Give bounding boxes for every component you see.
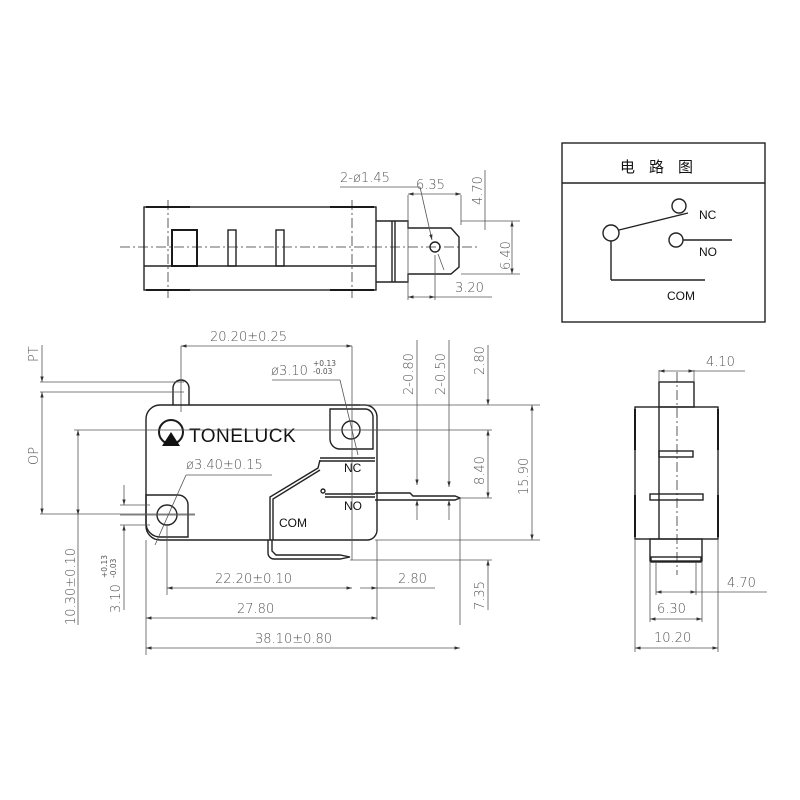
dim-thickness-b: 2-0.50 [434,353,449,395]
dim-tab-offset: 4.70 [471,176,486,205]
dim-top-offset: 2.80 [473,346,488,375]
no-contact-icon [668,232,684,248]
dim-plunger-width: 4.10 [706,355,735,370]
com-label: COM [667,289,695,303]
dim-body-width: 10.20 [654,631,691,646]
dim-tab-length: 6.35 [416,178,445,193]
side-view: 4.10 4.70 6.30 10.20 [634,355,767,652]
dim-thickness-a: 2-0.80 [402,353,417,395]
dim-body-height: 15.90 [517,458,532,495]
dim-hole-left: ø3.40±0.15 [186,458,263,473]
com-contact-icon [602,224,620,242]
dim-pt: PT [27,346,42,362]
dim-hole-diameter: 2-ø1.45 [340,171,390,186]
nc-terminal-label: NC [344,461,362,475]
dim-terminal-inner: 4.70 [727,576,756,591]
dim-body-length: 27.80 [237,602,274,617]
top-view: 2-ø1.45 6.35 4.70 6.40 3.20 [120,170,520,300]
dim-terminal-outer: 6.30 [657,602,686,617]
dim-com-offset: 7.35 [473,581,488,610]
terminal-hole-icon [429,241,441,253]
brand-name: TONELUCK [189,426,296,447]
circuit-frame [561,142,766,323]
dim-hole-spacing-top: 20.20±0.25 [210,330,287,345]
dim-hole-offset: 3.20 [455,281,484,296]
switch-body [145,404,378,541]
dim-overall-length: 38.10±0.80 [255,632,332,647]
dim-slot-main: 3.10 [109,584,124,613]
front-view: TONELUCK NC NO COM PT OP 10.30±0.10 [27,330,540,655]
dim-slot-tol-lower: -0.03 [109,558,118,578]
side-body [634,406,719,540]
dim-hole-right-tol-lower: -0.03 [313,367,333,376]
no-terminal-label: NO [344,499,362,513]
circuit-title: 电路图 [620,158,707,176]
dim-nc-no-spacing: 8.40 [473,456,488,485]
dim-tab-width: 6.40 [499,241,514,270]
dim-hole-spacing-bottom: 22.20±0.10 [215,572,292,587]
top-body [143,206,377,291]
dim-op: OP [27,447,42,465]
no-label: NO [699,245,717,259]
dim-hole-height: 10.30±0.10 [64,548,79,625]
nc-label: NC [699,208,717,222]
dim-hole-right: ø3.10 [271,364,308,379]
dim-terminal-length: 2.80 [398,572,427,587]
circuit-diagram: 电路图 NC NO COM [561,142,766,323]
nc-contact-icon [671,198,687,214]
dim-hole-right-tol-upper: +0.13 [313,359,336,368]
com-terminal-label: COM [279,516,307,530]
dim-slot-tol-upper: +0.13 [100,555,109,578]
